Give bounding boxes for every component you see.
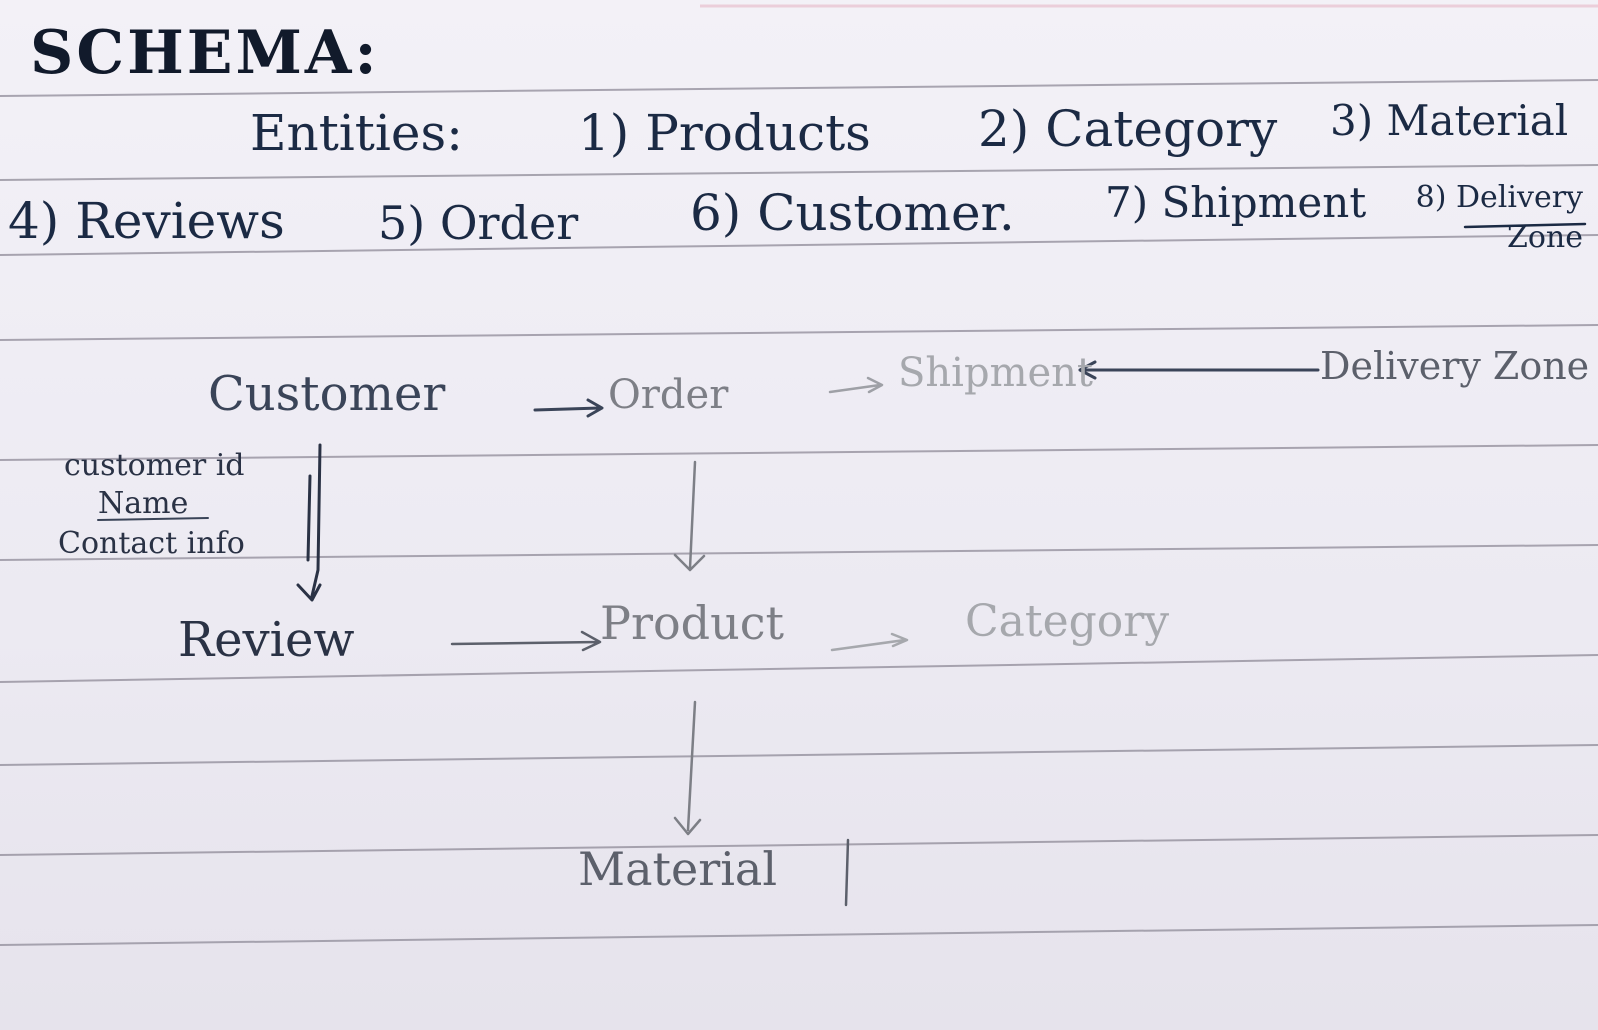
node-material: Material: [578, 842, 778, 896]
entities-label: Entities:: [250, 104, 463, 162]
edge-customer-order: [533, 398, 604, 418]
node-order: Order: [608, 372, 729, 418]
node-customer: Customer: [208, 366, 446, 422]
customer-attribute: customer id: [64, 448, 245, 483]
node-delivery-zone: Delivery Zone: [1320, 344, 1590, 388]
entity-item: 4) Reviews: [8, 192, 285, 250]
entity-item: 7) Shipment: [1105, 178, 1367, 227]
edge-product-category: [830, 632, 909, 652]
node-shipment: Shipment: [898, 350, 1093, 396]
edge-order-shipment: [828, 376, 884, 394]
node-category: Category: [965, 596, 1170, 647]
edge-product-material: [673, 700, 702, 836]
customer-attribute: Name: [98, 486, 189, 521]
edge-order-product: [673, 460, 706, 572]
entity-item: 5) Order: [378, 196, 579, 250]
edge-review-product: [450, 630, 602, 652]
customer-attribute: Contact info: [58, 526, 245, 561]
entity-item: 3) Material: [1330, 96, 1569, 145]
entity-item: 8) Delivery Zone: [1415, 180, 1583, 255]
entity-item: 6) Customer.: [690, 184, 1015, 242]
edge-deliveryzone-shipment: [1078, 360, 1320, 380]
node-product: Product: [600, 596, 784, 650]
page-heading: SCHEMA:: [30, 18, 380, 88]
edge-customer-review: [296, 443, 322, 602]
entity-item: 2) Category: [978, 100, 1278, 158]
node-review: Review: [178, 612, 355, 668]
entity-item: 1) Products: [578, 104, 871, 162]
